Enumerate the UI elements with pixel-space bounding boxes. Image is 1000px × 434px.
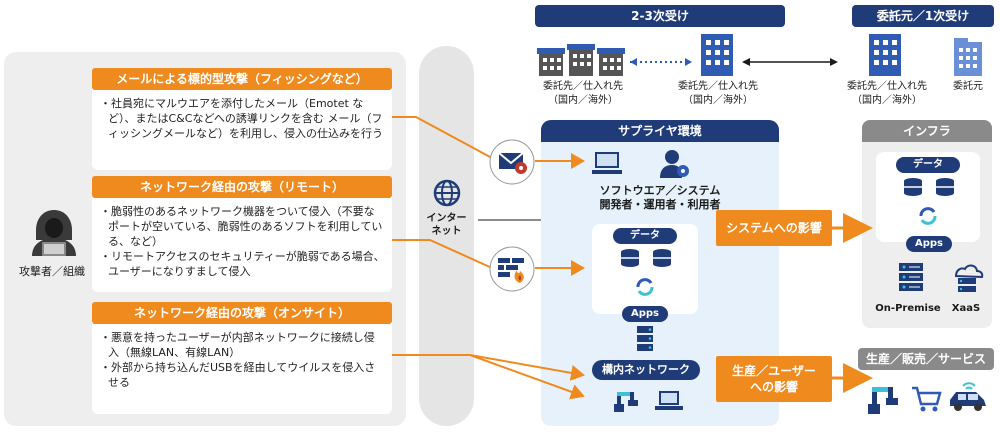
connected-car-icon [950, 382, 986, 411]
tier-1-tag: 委託元／1次受け [852, 5, 994, 27]
factory-robot-icon [614, 392, 638, 412]
attack-title-remote: ネットワーク経由の攻撃（リモート） [92, 176, 392, 198]
globe-icon [433, 179, 461, 207]
company-a-label: 委託先／仕入れ先 [543, 81, 623, 92]
cloud-server-icon [954, 264, 984, 292]
laptop-icon [655, 391, 683, 410]
internet-zone [419, 46, 474, 426]
attack-line: ・リモートアクセスのセキュリティーが脆弱である場合、ユーザーになりすまして侵入 [100, 250, 385, 278]
admin-user-icon [660, 150, 689, 178]
company-b-label: 委託先／仕入れ先 [678, 81, 758, 92]
firewall-icon [489, 246, 535, 292]
attack-body-onsite: ・悪意を持ったユーザーが内部ネットワークに接続し侵入（無線LAN、有線LAN） … [100, 330, 385, 390]
internal-network-tag: 構内ネットワーク [592, 360, 700, 380]
building-group-icon [537, 44, 625, 76]
attack-line: ・悪意を持ったユーザーが内部ネットワークに接続し侵入（無線LAN、有線LAN） [100, 331, 375, 359]
production-title: 生産／販売／サービス [858, 348, 994, 370]
client-building-icon [954, 38, 982, 76]
attacker-icon [32, 210, 76, 256]
attack-body-remote: ・脆弱性のあるネットワーク機器をついて侵入（不要なポートが空いている、脆弱性のあ… [100, 204, 385, 279]
supplier-data-tag: データ [613, 228, 677, 244]
computer-icon [592, 152, 622, 174]
attack-title-onsite: ネットワーク経由の攻撃（オンサイト） [92, 302, 392, 324]
attack-line: ・社員宛にマルウエアを添付したメール（Emotet など）、またはC&Cなどへの… [100, 97, 383, 140]
server-icon [637, 326, 653, 351]
infra-data-tag: データ [896, 157, 960, 173]
attack-line: ・外部から持ち込んだUSBを経由してウイルスを侵入させる [100, 361, 376, 389]
company-c-region: （国内／海外） [852, 95, 922, 106]
building-icon [701, 34, 733, 76]
production-impact-box: 生産／ユーザー への影響 [716, 356, 832, 402]
production-impact-line-2: への影響 [749, 380, 798, 394]
production-impact-line-1: 生産／ユーザー [732, 364, 816, 378]
attack-title-email: メールによる標的型攻撃（フィッシングなど） [92, 68, 392, 90]
company-c-label: 委託先／仕入れ先 [847, 81, 927, 92]
shopping-cart-icon [912, 386, 942, 412]
building-icon [869, 34, 901, 76]
supplier-title: サプライヤ環境 [541, 120, 779, 142]
supplier-apps-tag: Apps [622, 306, 668, 322]
factory-robot-icon [868, 387, 898, 414]
software-label-2: 開発者・運用者・利用者 [599, 198, 721, 211]
company-b-region: （国内／海外） [683, 95, 753, 106]
system-impact-box: システムへの影響 [716, 210, 832, 246]
attacker-label: 攻撃者／組織 [19, 265, 85, 278]
tier-2-3-tag: 2-3次受け [535, 5, 785, 27]
database-icon [621, 249, 671, 267]
internet-label-1: インター [426, 213, 467, 224]
attack-line: ・脆弱性のあるネットワーク機器をついて侵入（不要なポートが空いている、脆弱性のあ… [100, 205, 383, 248]
company-d-label: 委託元 [953, 81, 983, 92]
company-a-region: （国内／海外） [548, 95, 618, 106]
xaas-label: XaaS [951, 303, 981, 314]
attack-body-email: ・社員宛にマルウエアを添付したメール（Emotet など）、またはC&Cなどへの… [100, 96, 385, 141]
sync-icon [636, 278, 654, 296]
sync-icon [919, 207, 937, 225]
internet-label-2: ネット [431, 226, 462, 237]
database-icon [904, 178, 954, 196]
infra-apps-tag: Apps [906, 236, 952, 252]
malicious-mail-icon [489, 139, 535, 185]
infra-title: インフラ [862, 120, 992, 142]
on-premise-server-icon [899, 263, 923, 291]
software-label-1: ソフトウエア／システム [599, 184, 721, 197]
on-premise-label: On-Premise [875, 303, 941, 314]
